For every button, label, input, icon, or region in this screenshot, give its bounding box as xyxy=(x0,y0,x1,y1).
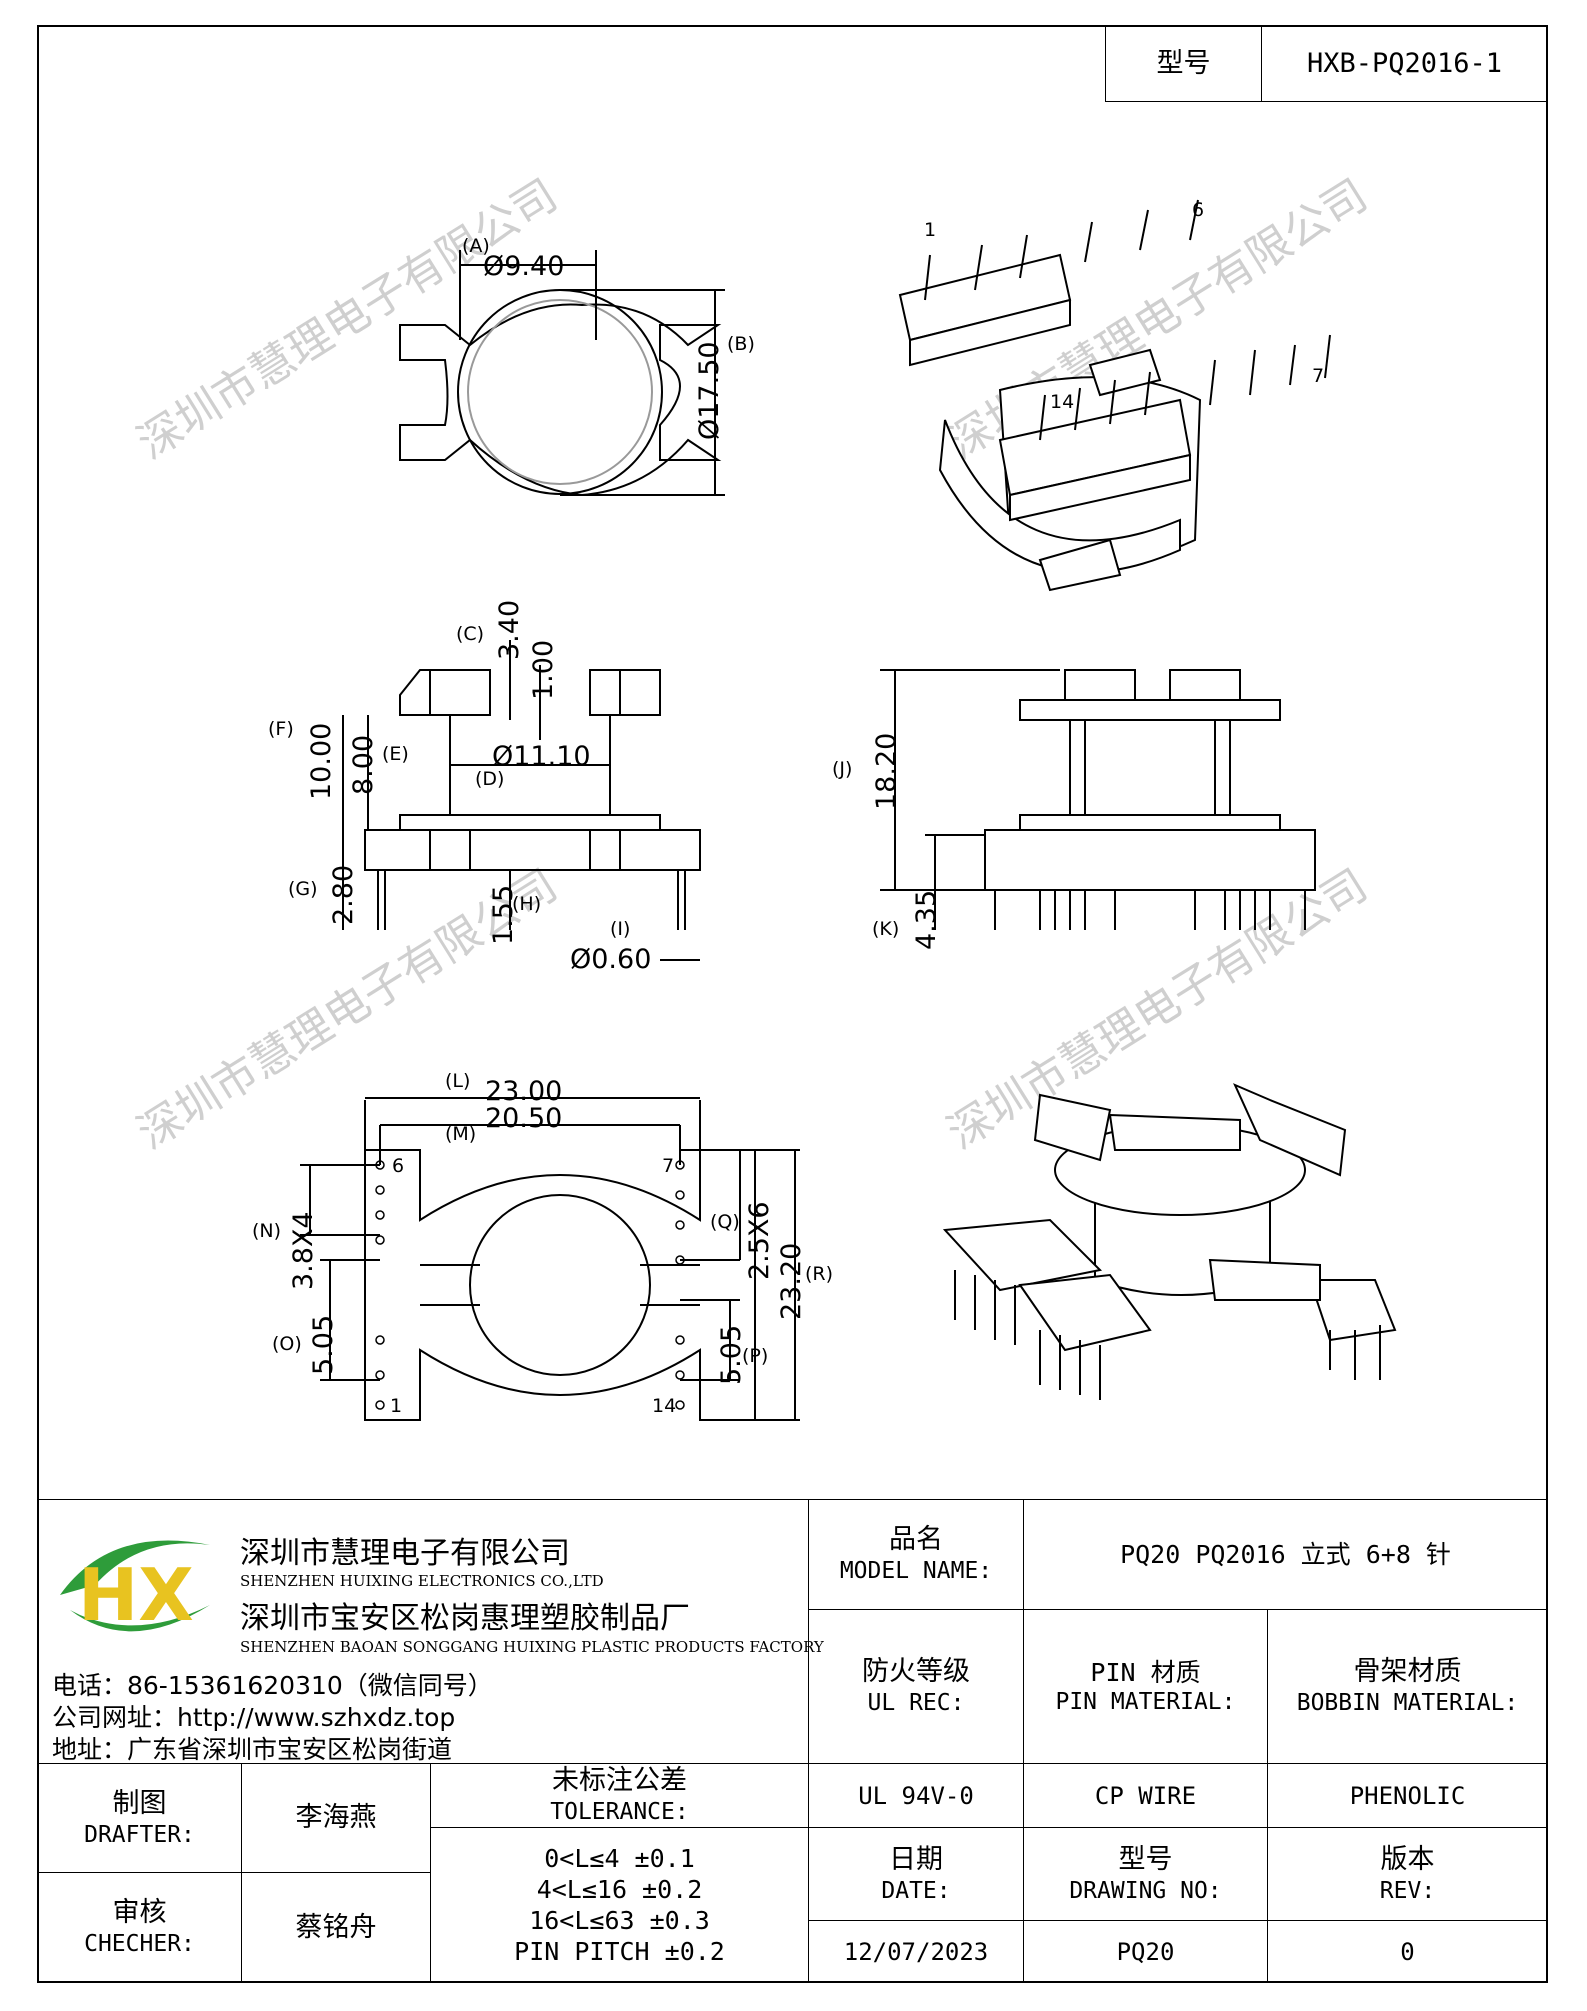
bobbin-material-label: 骨架材质 BOBBIN MATERIAL: xyxy=(1267,1609,1548,1764)
rev-label: 版本 REV: xyxy=(1267,1827,1548,1921)
dim-label-h: (H) xyxy=(512,893,541,915)
date-label: 日期 DATE: xyxy=(808,1827,1024,1921)
pin-label: 1 xyxy=(390,1395,402,1417)
iso-view-top xyxy=(898,253,1202,592)
ul-rec-label: 防火等级 UL REC: xyxy=(808,1609,1024,1764)
iso-view-bottom xyxy=(942,1083,1397,1352)
company-address: 地址：广东省深圳市宝安区松岗街道 xyxy=(52,1735,453,1764)
dim-value-h: 1.55 xyxy=(488,885,519,945)
dim-label-k: (K) xyxy=(872,918,899,940)
top-view-labels: (A) Ø9.40 (B) Ø17.50 xyxy=(462,235,755,440)
tolerance-line: 4<L≤16 ±0.2 xyxy=(536,1874,703,1904)
company-name-cn: 深圳市慧理电子有限公司 xyxy=(240,1536,570,1571)
dim-label-j: (J) xyxy=(832,758,852,780)
company-website: 公司网址：http://www.szhxdz.top xyxy=(52,1703,456,1732)
tolerance-line: 16<L≤63 ±0.3 xyxy=(529,1906,710,1935)
side-view xyxy=(880,669,1316,930)
dim-value-1: 1.00 xyxy=(528,640,559,700)
dim-value-p: 5.05 xyxy=(716,1325,747,1385)
header-model-value: HXB-PQ2016-1 xyxy=(1261,25,1548,102)
dim-label-m: (M) xyxy=(445,1123,476,1145)
factory-name-en: SHENZHEN BAOAN SONGGANG HUIXING PLASTIC … xyxy=(240,1638,824,1656)
tolerance-line: PIN PITCH ±0.2 xyxy=(514,1937,725,1967)
drawing-no-value: PQ20 xyxy=(1023,1920,1268,1983)
pin-material-value: CP WIRE xyxy=(1023,1763,1268,1828)
dim-label-f: (F) xyxy=(268,718,294,740)
front-view-labels: (C) 3.40 1.00 Ø11.10 (D) (E) 8.00 (F) 10… xyxy=(268,600,651,975)
rev-value: 0 xyxy=(1267,1920,1548,1983)
company-phone: 电话：86-15361620310（微信同号） xyxy=(52,1671,493,1700)
dim-value-n: 3.8X4 xyxy=(288,1211,319,1290)
header-model-label: 型号 xyxy=(1105,25,1262,102)
model-name-label: 品名 MODEL NAME: xyxy=(808,1499,1024,1610)
iso-view-top-pins xyxy=(924,199,1331,441)
iso-view-bottom-pins xyxy=(954,1270,1381,1400)
dim-value-f: 10.00 xyxy=(306,723,337,800)
dim-label-g: (G) xyxy=(288,878,318,900)
pin-label: 6 xyxy=(1192,199,1204,221)
checker-label: 审核 CHECHER: xyxy=(37,1872,242,1983)
company-name-en: SHENZHEN HUIXING ELECTRONICS CO.,LTD xyxy=(240,1572,604,1590)
watermarks: 深圳市慧理电子有限公司 深圳市慧理电子有限公司 深圳市慧理电子有限公司 深圳市慧… xyxy=(129,170,1376,1160)
dim-label-d: (D) xyxy=(475,768,504,790)
dim-value-r: 23.20 xyxy=(776,1243,807,1320)
drafter-name: 李海燕 xyxy=(241,1763,431,1873)
dim-value-c: 3.40 xyxy=(494,600,525,660)
model-name-value: PQ20 PQ2016 立式 6+8 针 xyxy=(1023,1499,1548,1610)
dim-label-q: (Q) xyxy=(710,1211,740,1233)
pin-label: 7 xyxy=(662,1155,674,1177)
dim-label-b: (B) xyxy=(727,333,755,355)
dim-label-i: (I) xyxy=(610,918,630,940)
bobbin-material-value: PHENOLIC xyxy=(1267,1763,1548,1828)
dim-label-c: (C) xyxy=(456,623,484,645)
dim-value-l: 23.00 xyxy=(485,1076,562,1107)
dim-value-i: Ø0.60 xyxy=(570,944,651,975)
tolerance-label: 未标注公差 TOLERANCE: xyxy=(430,1763,809,1828)
tolerance-line: 0<L≤4 ±0.1 xyxy=(544,1843,695,1873)
dim-label-r: (R) xyxy=(805,1263,833,1285)
factory-name-cn: 深圳市宝安区松岗惠理塑胶制品厂 xyxy=(240,1601,690,1636)
technical-drawing: 深圳市慧理电子有限公司 深圳市慧理电子有限公司 深圳市慧理电子有限公司 深圳市慧… xyxy=(129,170,1397,1421)
dim-value-j: 18.20 xyxy=(871,733,902,810)
dim-label-e: (E) xyxy=(382,743,409,765)
pin-label: 14 xyxy=(1050,391,1074,413)
ul-value: UL 94V-0 xyxy=(808,1763,1024,1828)
pin-label: 6 xyxy=(392,1155,404,1177)
dim-value-k: 4.35 xyxy=(911,890,942,950)
side-view-labels: (J) 18.20 (K) 4.35 xyxy=(832,733,942,950)
checker-name: 蔡铭舟 xyxy=(241,1872,431,1983)
dim-value-m: 20.50 xyxy=(485,1103,562,1134)
dim-label-l: (L) xyxy=(445,1070,470,1092)
dim-value-b: Ø17.50 xyxy=(694,341,725,440)
company-block-border xyxy=(37,1499,809,1764)
dim-label-o: (O) xyxy=(272,1333,302,1355)
pin-label: 14 xyxy=(652,1395,676,1417)
pin-label: 1 xyxy=(924,219,936,241)
bottom-view-pins xyxy=(375,1160,685,1410)
bottom-view-labels: (L) 23.00 (M) 20.50 (N) 3.8X4 (O) 5.05 (… xyxy=(252,1070,833,1417)
dim-value-o: 5.05 xyxy=(308,1315,339,1375)
dim-label-a: (A) xyxy=(462,235,490,257)
dim-value-d: Ø11.10 xyxy=(492,741,591,772)
dim-label-p: (P) xyxy=(742,1345,768,1367)
bottom-view xyxy=(300,1097,800,1421)
dim-value-a: Ø9.40 xyxy=(483,251,564,282)
dim-value-q: 2.5X6 xyxy=(744,1201,775,1280)
dim-value-g: 2.80 xyxy=(328,865,359,925)
tolerance-table: 0<L≤4 ±0.1 4<L≤16 ±0.2 16<L≤63 ±0.3 PIN … xyxy=(430,1827,809,1983)
watermark: 深圳市慧理电子有限公司 xyxy=(939,860,1376,1160)
dim-label-n: (N) xyxy=(252,1220,281,1242)
drafter-label: 制图 DRAFTER: xyxy=(37,1763,242,1873)
front-view xyxy=(342,640,701,961)
watermark: 深圳市慧理电子有限公司 xyxy=(129,170,566,470)
pin-material-label: PIN 材质 PIN MATERIAL: xyxy=(1023,1609,1268,1764)
iso-view-top-labels: 1 6 7 14 xyxy=(924,199,1324,413)
pin-label: 7 xyxy=(1312,365,1324,387)
date-value: 12/07/2023 xyxy=(808,1920,1024,1983)
logo-text: HX xyxy=(78,1553,194,1637)
drawing-no-label: 型号 DRAWING NO: xyxy=(1023,1827,1268,1921)
dim-value-e: 8.00 xyxy=(348,735,379,795)
top-view xyxy=(399,250,725,497)
company-logo: HX xyxy=(60,1540,210,1637)
